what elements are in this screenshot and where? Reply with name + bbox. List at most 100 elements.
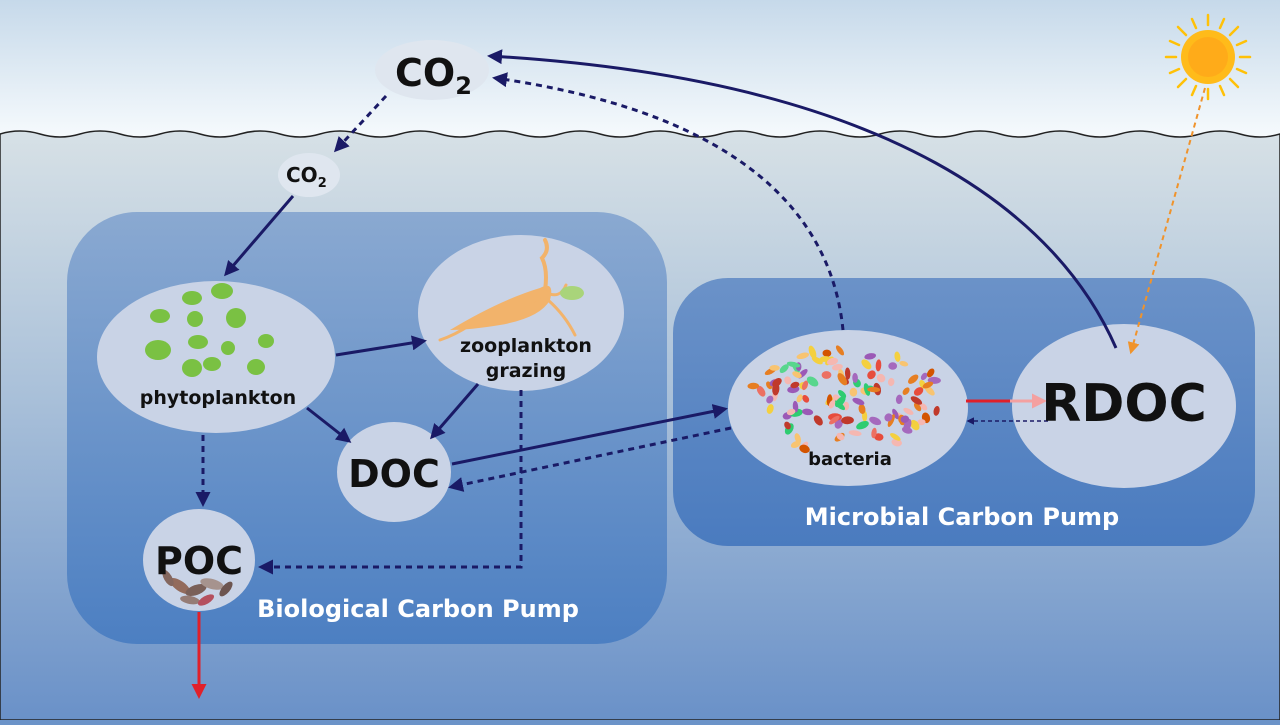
poc-label: POC bbox=[155, 539, 243, 583]
bacterium-cell bbox=[844, 367, 851, 380]
bacterium-cell bbox=[806, 376, 819, 387]
bacterium-cell bbox=[813, 415, 823, 426]
bacterium-cell bbox=[747, 382, 760, 390]
bacterium-cell bbox=[869, 416, 882, 426]
bacterium-cell bbox=[790, 381, 800, 389]
bacterium-cell bbox=[920, 403, 928, 411]
bacterium-cell bbox=[871, 427, 877, 439]
bacterium-cell bbox=[756, 385, 766, 397]
bacterium-cell bbox=[899, 361, 909, 367]
bacterium-cell bbox=[831, 363, 843, 371]
bacterium-cell bbox=[784, 376, 792, 385]
bacterium-cell bbox=[903, 407, 914, 415]
bacterium-cell bbox=[849, 387, 858, 397]
bacterium-cell bbox=[852, 372, 858, 383]
microbial-carbon-pump-title: Microbial Carbon Pump bbox=[805, 503, 1119, 531]
doc-label: DOC bbox=[348, 452, 440, 496]
arrow-co2-to-phytoplankton bbox=[224, 195, 295, 277]
bacterium-cell bbox=[884, 413, 893, 422]
bacterium-cell bbox=[920, 372, 928, 381]
co2-water-node bbox=[278, 153, 340, 197]
bacterium-cell bbox=[875, 359, 882, 372]
co2-air-label: CO2 bbox=[395, 51, 472, 100]
poc-particles bbox=[162, 569, 233, 606]
bacterium-cell bbox=[837, 373, 848, 386]
sun-icon bbox=[1164, 13, 1252, 101]
bacterium-cell bbox=[874, 433, 884, 441]
doc-node bbox=[337, 422, 451, 522]
bacterium-cell bbox=[913, 402, 922, 412]
bacterium-cell bbox=[801, 380, 809, 391]
bacterium-cell bbox=[838, 390, 847, 399]
bacterium-cell bbox=[766, 404, 774, 414]
biological-carbon-pump-title: Biological Carbon Pump bbox=[257, 595, 579, 623]
bacterium-cell bbox=[826, 357, 839, 366]
bacterium-cell bbox=[861, 359, 872, 370]
bacterium-cell bbox=[786, 408, 796, 416]
bacterium-cell bbox=[894, 351, 901, 362]
bacterium-cell bbox=[802, 408, 814, 416]
bacterium-cell bbox=[821, 371, 832, 379]
phytoplankton-cells bbox=[145, 283, 274, 377]
bacterium-cell bbox=[908, 374, 919, 384]
bacterium-cell bbox=[811, 356, 823, 365]
bacterium-cell bbox=[852, 397, 865, 406]
bacterium-cell bbox=[794, 433, 802, 444]
bacterium-cell bbox=[792, 371, 802, 378]
rdoc-label: RDOC bbox=[1041, 374, 1207, 434]
bacterium-cell bbox=[910, 419, 920, 431]
phytoplankton-label: phytoplankton bbox=[140, 387, 296, 409]
bacterium-cell bbox=[858, 404, 866, 414]
bacterium-cell bbox=[836, 432, 845, 441]
bacteria-cells bbox=[747, 345, 941, 454]
bacterium-cell bbox=[835, 345, 845, 356]
rdoc-node bbox=[1012, 324, 1236, 488]
bacterium-cell bbox=[848, 430, 862, 436]
arrow-zoo-to-doc bbox=[430, 383, 480, 440]
bacterium-cell bbox=[772, 377, 782, 388]
bacterium-cell bbox=[888, 362, 898, 370]
bacterium-cell bbox=[901, 426, 913, 434]
zooplankton-figure bbox=[438, 238, 584, 342]
bacterium-cell bbox=[779, 364, 789, 373]
bacterium-cell bbox=[887, 414, 895, 427]
arrow-doc-to-bacteria bbox=[451, 404, 728, 466]
bacterium-cell bbox=[822, 349, 832, 357]
bacterium-cell bbox=[828, 399, 836, 409]
bacterium-cell bbox=[895, 394, 903, 404]
grazing-label: grazing bbox=[486, 360, 567, 382]
bacterium-cell bbox=[876, 373, 886, 383]
bacterium-cell bbox=[892, 408, 899, 420]
phytoplankton-node bbox=[97, 281, 335, 433]
bacterium-cell bbox=[808, 345, 817, 359]
bacterium-cell bbox=[900, 415, 910, 423]
bacterium-cell bbox=[786, 361, 801, 368]
bacterium-cell bbox=[802, 394, 810, 403]
arrow-co2-dissolve bbox=[333, 94, 388, 153]
bacterium-cell bbox=[799, 444, 810, 454]
bacterium-cell bbox=[796, 352, 810, 360]
bacterium-cell bbox=[766, 395, 774, 404]
bacterium-cell bbox=[890, 433, 901, 441]
arrow-bacteria-to-co2 bbox=[492, 72, 845, 331]
bacterium-cell bbox=[835, 396, 846, 408]
arrow-bacteria-to-doc bbox=[448, 426, 732, 492]
bacterium-cell bbox=[841, 416, 854, 425]
bacterium-cell bbox=[917, 419, 926, 426]
arrow-rdoc-to-co2 bbox=[487, 49, 1118, 349]
zooplankton-label: zooplankton bbox=[460, 335, 592, 357]
bacterium-cell bbox=[867, 386, 881, 393]
bacterium-cell bbox=[867, 370, 876, 380]
bacterium-cell bbox=[926, 368, 935, 378]
co2-air-node bbox=[375, 40, 489, 100]
bacterium-cell bbox=[902, 387, 910, 395]
bacterium-cell bbox=[910, 396, 923, 405]
arrow-phyto-to-zoo bbox=[335, 335, 427, 357]
bacterium-cell bbox=[796, 394, 803, 403]
bacterium-cell bbox=[922, 381, 934, 389]
co2-water-label: CO2 bbox=[286, 163, 327, 191]
bacterium-cell bbox=[829, 415, 840, 425]
flow-arrows bbox=[191, 49, 1206, 699]
bacterium-cell bbox=[913, 387, 924, 396]
bacterium-cell bbox=[790, 441, 801, 448]
